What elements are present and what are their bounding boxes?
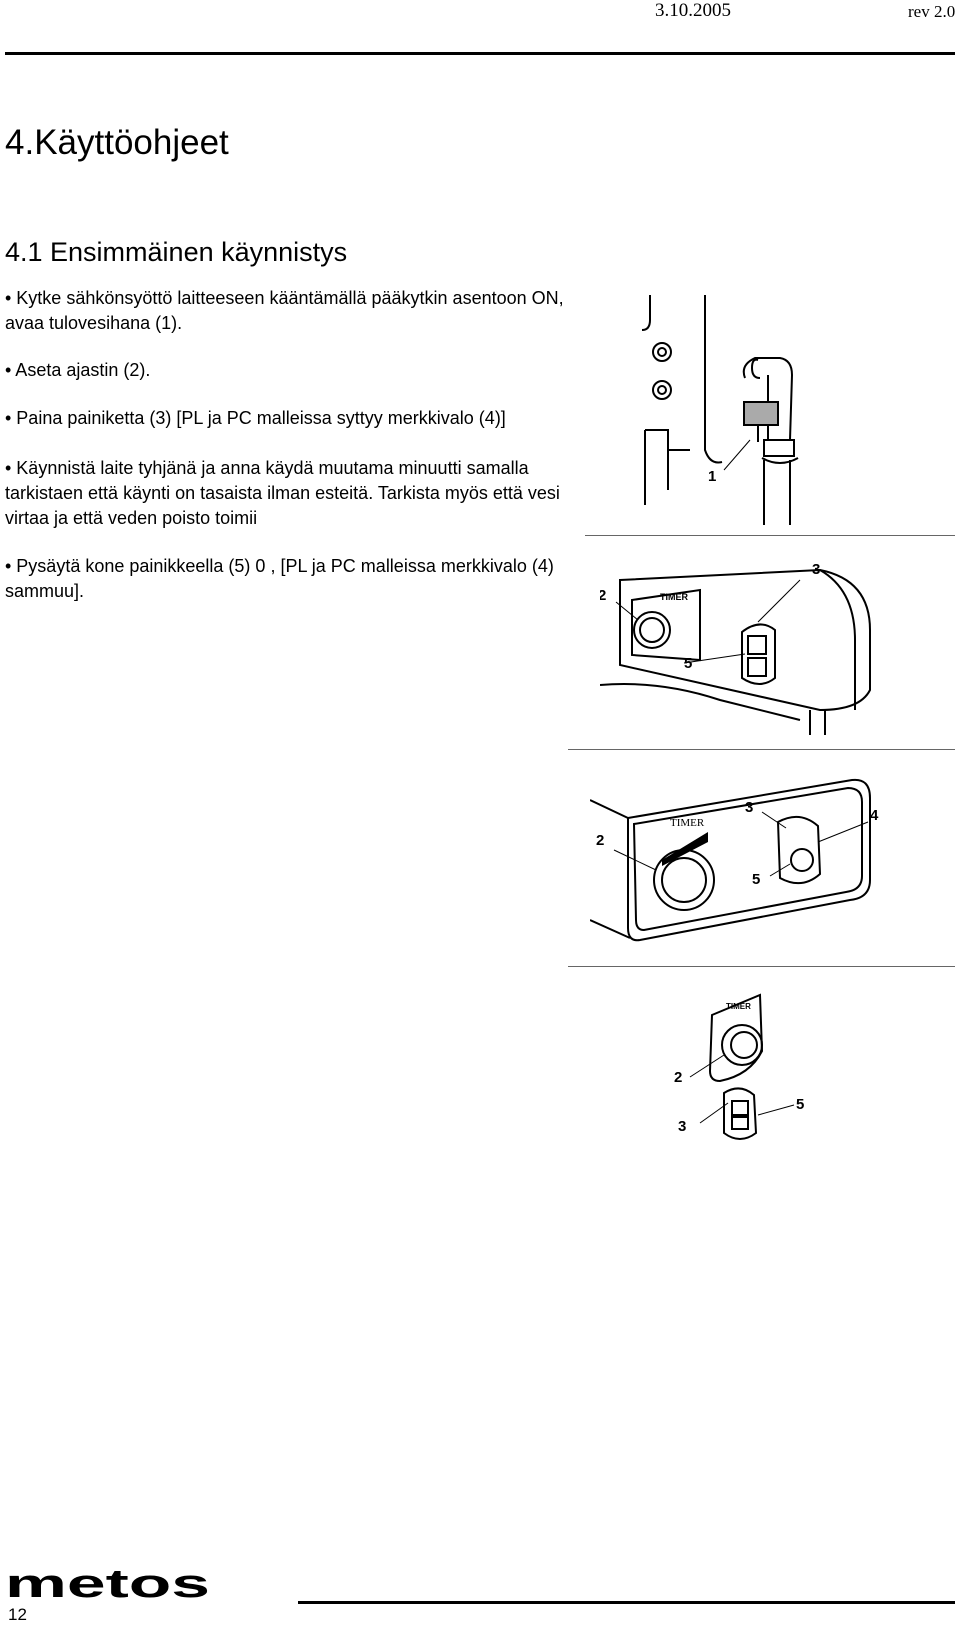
callout-label: 3 bbox=[678, 1118, 686, 1135]
section-title: 4.Käyttöohjeet bbox=[5, 123, 229, 162]
footer-rule bbox=[298, 1601, 955, 1604]
callout-label: 2 bbox=[596, 832, 604, 849]
callout-label: 4 bbox=[870, 807, 879, 824]
control-box-illustration: TIMER 2 3 5 bbox=[600, 561, 871, 735]
callout-label: 5 bbox=[684, 655, 692, 672]
panel-with-light-illustration: TIMER 2 3 4 5 bbox=[590, 778, 879, 942]
callout-label: 5 bbox=[796, 1096, 804, 1113]
callout-label: 3 bbox=[745, 799, 753, 816]
compact-timer-illustration: TIMER 2 3 5 bbox=[674, 993, 804, 1140]
metos-logo: metos bbox=[5, 1570, 210, 1602]
page-number: 12 bbox=[8, 1605, 27, 1624]
figure-divider bbox=[568, 749, 955, 750]
water-valve-illustration: 1 bbox=[641, 295, 799, 525]
metos-logo-text: metos bbox=[5, 1570, 210, 1602]
timer-label: TIMER bbox=[726, 1002, 751, 1011]
header-revision: rev 2.0 bbox=[908, 2, 956, 21]
figure-divider bbox=[568, 966, 955, 967]
callout-label: 5 bbox=[752, 871, 760, 888]
timer-label: TIMER bbox=[660, 592, 688, 602]
callout-label: 3 bbox=[812, 561, 820, 578]
instruction-stop: • Pysäytä kone painikkeella (5) 0 , [PL … bbox=[5, 556, 554, 601]
instruction-power: • Kytke sähkönsyöttö laitteeseen kääntäm… bbox=[5, 288, 564, 333]
callout-label: 1 bbox=[708, 468, 716, 485]
instruction-timer: • Aseta ajastin (2). bbox=[5, 360, 151, 380]
callout-label: 2 bbox=[674, 1069, 682, 1086]
subsection-title: 4.1 Ensimmäinen käynnistys bbox=[5, 237, 348, 267]
timer-label: TIMER bbox=[670, 817, 705, 829]
instruction-test-run: • Käynnistä laite tyhjänä ja anna käydä … bbox=[5, 458, 560, 528]
header-rule bbox=[5, 52, 955, 55]
instruction-button: • Paina painiketta (3) [PL ja PC malleis… bbox=[5, 408, 506, 428]
header-date: 3.10.2005 bbox=[655, 0, 731, 21]
callout-label: 2 bbox=[600, 587, 606, 604]
figure-divider bbox=[585, 535, 955, 536]
